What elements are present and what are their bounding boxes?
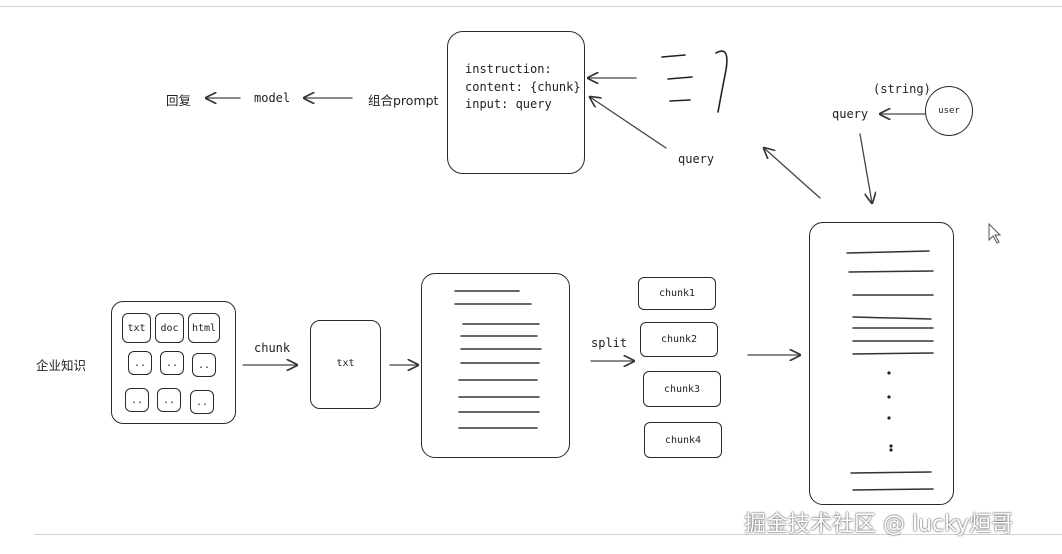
chunk-box-2: chunk2	[640, 322, 718, 357]
chunk-box-1: chunk1	[638, 277, 716, 310]
prompt-instruction-line: instruction:	[465, 62, 552, 76]
prompt-input-line: input: query	[465, 97, 552, 111]
chunk-box-4: chunk4	[644, 422, 722, 458]
document-text-lines	[454, 290, 542, 429]
document-box	[421, 273, 570, 458]
cursor-icon	[988, 222, 1002, 244]
vector-store-box	[809, 222, 954, 505]
chunk-arrow-label: chunk	[254, 341, 291, 355]
bottom-divider	[34, 534, 1062, 535]
watermark: 掘金技术社区 @ lucky烜哥	[744, 512, 1014, 537]
source-files-box: txt doc html .. .. .. .. .. ..	[111, 301, 236, 424]
enterprise-knowledge-label: 企业知识	[36, 358, 87, 373]
split-arrow-label: split	[591, 336, 628, 350]
query-label-mid: query	[678, 152, 715, 166]
file-tile: ..	[157, 388, 181, 412]
prompt-content-line: content: {chunk}	[465, 80, 581, 94]
prompt-template-box: instruction: content: {chunk} input: que…	[447, 31, 585, 174]
arrow-db-to-query	[764, 148, 821, 199]
file-tile: ..	[125, 388, 149, 412]
combine-prompt-label: 组合prompt	[368, 93, 439, 108]
string-label: (string)	[873, 82, 931, 96]
arrow-query-to-db	[859, 133, 872, 203]
reply-label: 回复	[166, 93, 192, 108]
vector-store-lines	[846, 250, 934, 491]
file-tile-html: html	[188, 313, 220, 343]
txt-file-box: txt	[310, 320, 381, 409]
file-tile: ..	[190, 390, 214, 414]
file-tile-txt: txt	[122, 313, 151, 343]
file-tile-doc: doc	[155, 313, 184, 343]
file-tile: ..	[160, 351, 184, 375]
arrow-query-to-prompt	[590, 97, 667, 149]
chunk-box-3: chunk3	[643, 371, 721, 407]
user-node: user	[925, 86, 973, 136]
model-label: model	[254, 91, 291, 105]
file-tile: ..	[128, 351, 152, 375]
ellipsis-dots	[887, 371, 893, 452]
file-tile: ..	[192, 353, 216, 377]
top-divider	[0, 6, 1062, 7]
user-label: user	[938, 106, 960, 116]
txt-box-label: txt	[336, 358, 355, 369]
retrieved-chunks-sketch	[661, 50, 728, 113]
query-label-right: query	[832, 107, 869, 121]
